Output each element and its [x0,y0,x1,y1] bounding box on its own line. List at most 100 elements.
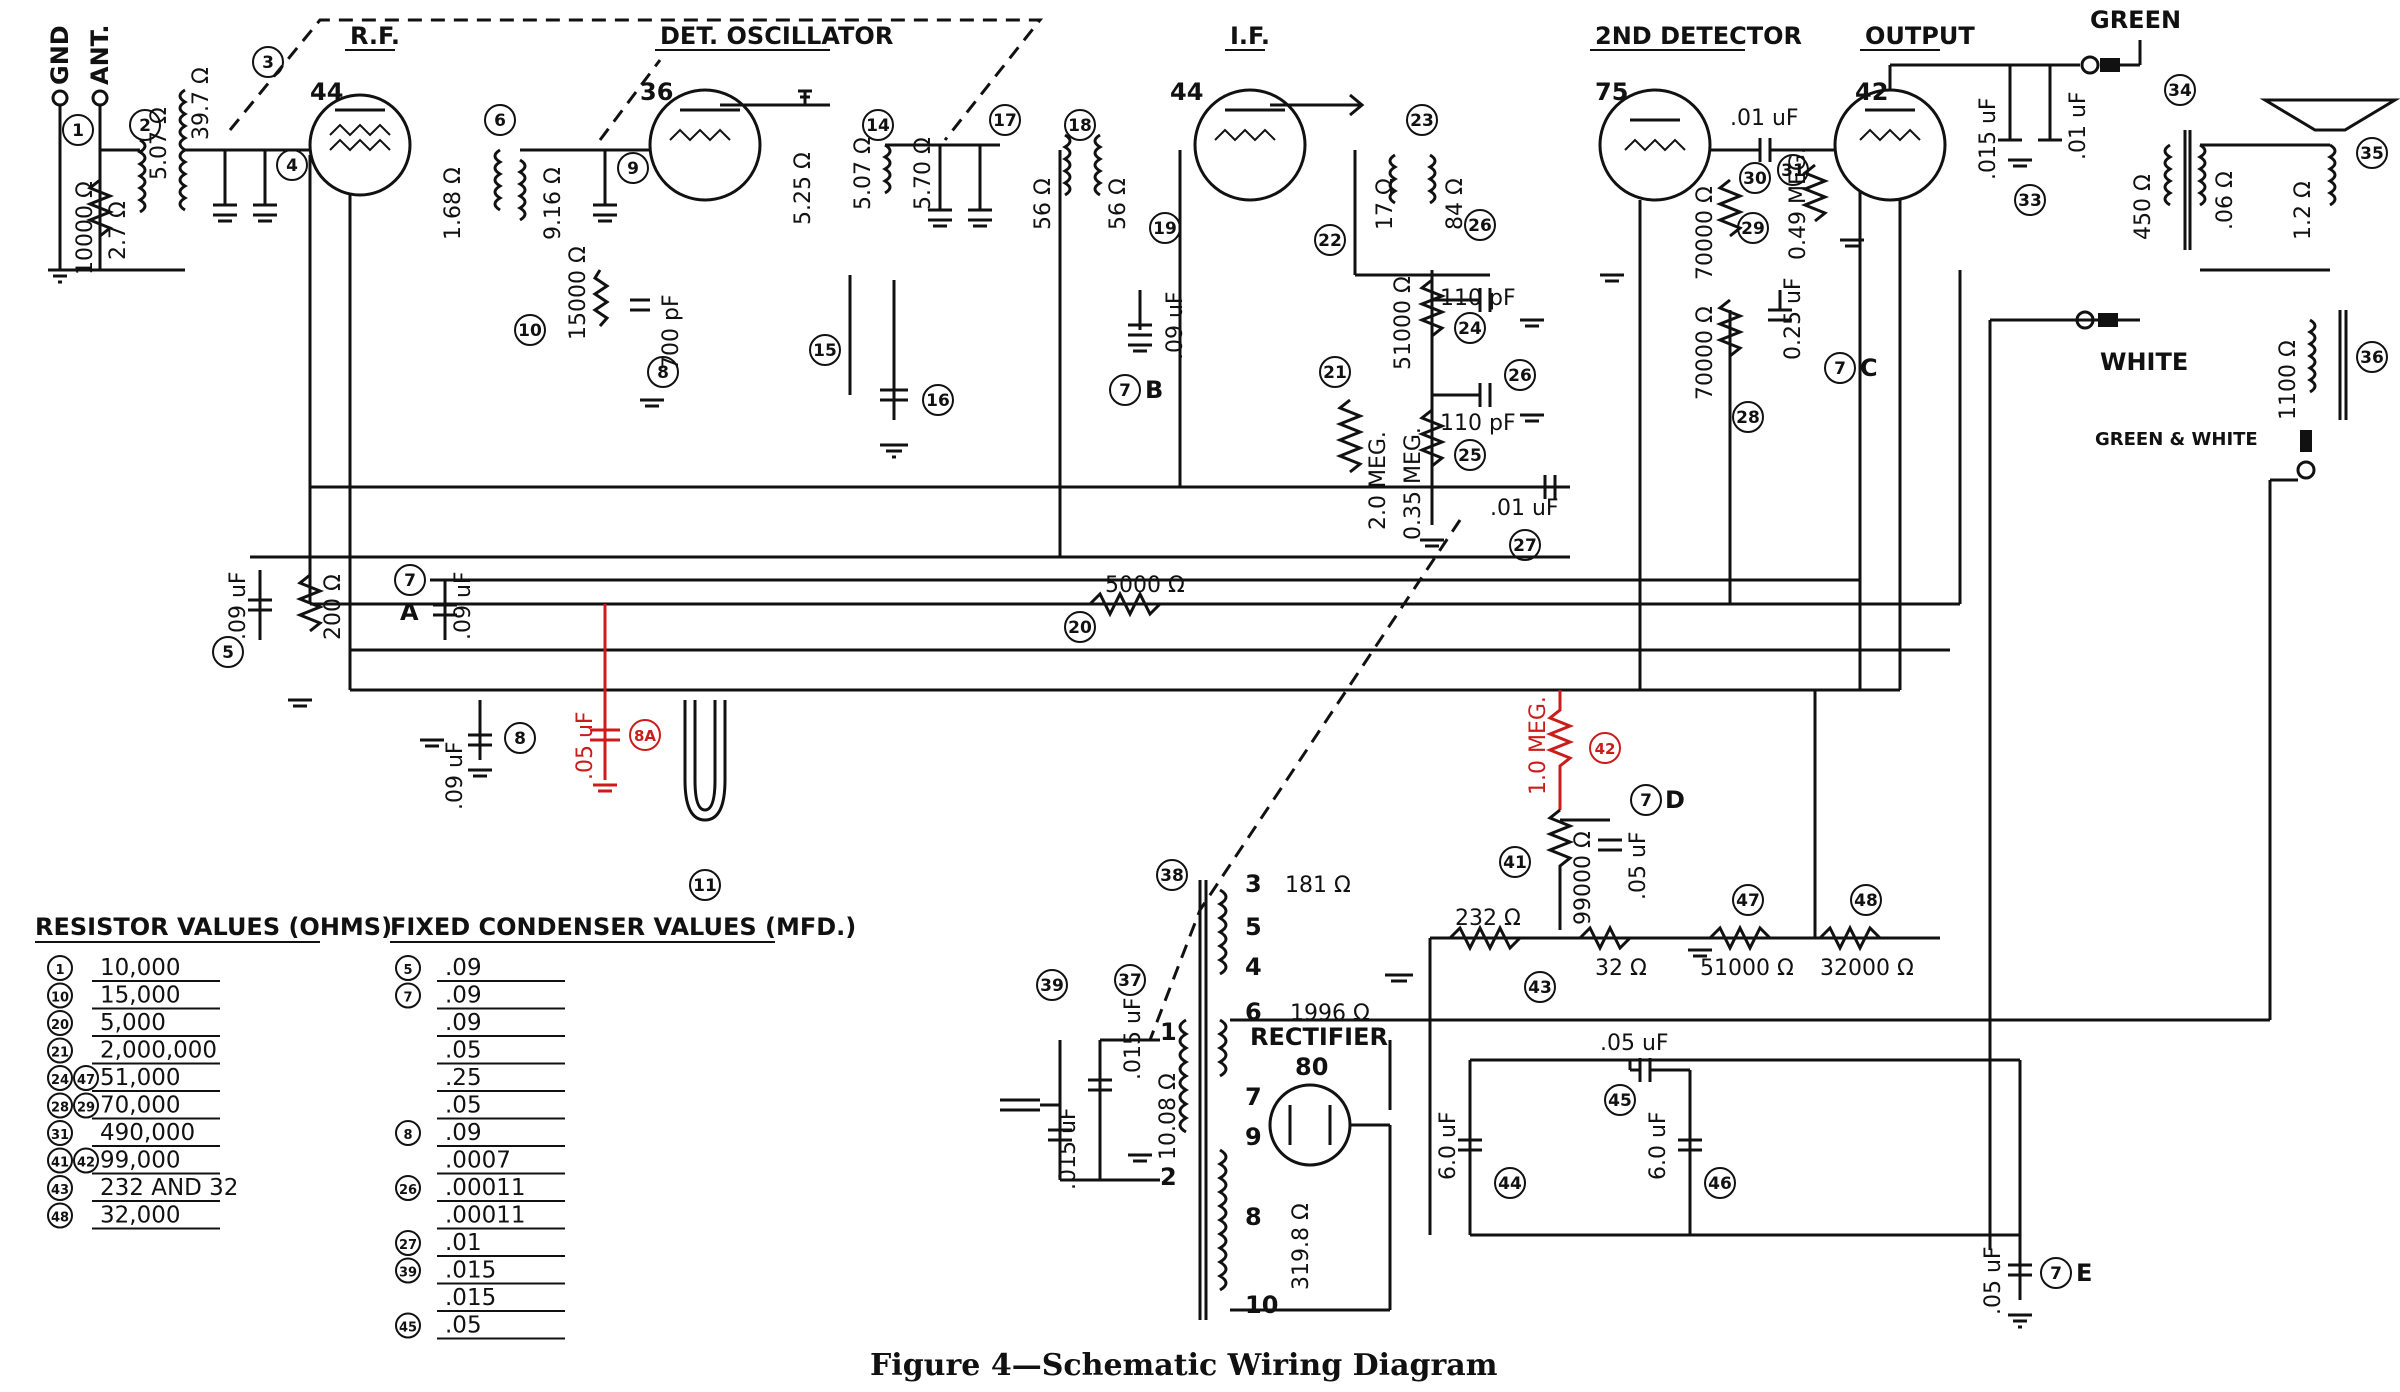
svg-text:2: 2 [1160,1163,1177,1191]
condenser-row-ref-bubble [395,1312,421,1339]
svg-text:8: 8 [1245,1203,1262,1231]
condenser-row-value: .0007 [445,1148,511,1174]
svg-text:1: 1 [72,121,84,141]
callout-25: 25 [1454,439,1486,471]
condenser-table-heading: FIXED CONDENSER VALUES (MFD.) [390,913,856,941]
condenser-row-ref: 5 [403,963,412,978]
condenser-row-value: .05 [445,1038,482,1064]
svg-text:29: 29 [1741,219,1765,239]
condenser-row-ref: 45 [399,1321,417,1336]
bias-filter-section: .09 uF 200 Ω .09 uF A 5000 Ω .09 uF .05 … [226,570,1185,822]
power-supply-section: 3 5 4 181 Ω 6 1996 Ω 1 2 10.08 Ω RECTIFI… [1000,870,2270,1320]
svg-text:39.7 Ω: 39.7 Ω [189,67,214,140]
svg-text:34: 34 [2168,81,2192,101]
condenser-row-ref-bubble [395,1120,421,1146]
callout-44: 44 [1494,1167,1526,1199]
svg-text:.06 Ω: .06 Ω [2213,171,2238,230]
svg-text:6: 6 [1245,998,1262,1026]
condenser-row-ref: 39 [399,1266,417,1281]
svg-text:30: 30 [1743,169,1767,189]
svg-text:10: 10 [1245,1291,1278,1319]
callout-33: 33 [2014,184,2046,216]
callout-36: 36 [2356,341,2388,373]
svg-text:80: 80 [1295,1053,1328,1081]
svg-text:47: 47 [1736,891,1760,911]
resistor-row-ref: 28 [51,1101,69,1116]
callout-23: 23 [1406,104,1438,136]
resistor-row-ref: 24 [51,1073,69,1088]
svg-text:1.0 MEG.: 1.0 MEG. [1526,696,1551,795]
callout-29: 29 [1737,212,1769,244]
resistor-row-ref: 10 [51,991,69,1006]
callout-8: 8 [504,722,536,754]
svg-text:7: 7 [404,571,416,591]
svg-text:70000 Ω: 70000 Ω [1693,306,1718,400]
ground-symbols [48,89,2032,1329]
resistor-row-ref: 20 [51,1018,69,1033]
resistor-row-ref: 31 [51,1128,69,1143]
svg-text:21: 21 [1323,363,1347,383]
svg-text:1.68 Ω: 1.68 Ω [441,167,466,240]
callout-10: 10 [514,314,546,346]
svg-text:1: 1 [1160,1018,1177,1046]
resistor-row-value: 10,000 [100,955,180,981]
callout-3: 3 [252,46,284,78]
svg-text:6: 6 [494,111,506,131]
green-white-lead-label: GREEN & WHITE [2095,429,2258,450]
resistor-row-value: 32,000 [100,1203,180,1229]
detector-output-section: 75 .01 uF 70000 Ω 0.49 MEG. 70000 Ω 0.25… [1595,6,2400,1020]
callout-19: 19 [1149,212,1181,244]
callout-35: 35 [2356,137,2388,169]
resistor-row-ref: 41 [51,1156,69,1171]
resistor-row-ref: 21 [51,1046,69,1061]
callout-45: 45 [1604,1084,1636,1116]
callouts: 1 2 3 4 5 6 7 7 B 7 C 7 D 7 E 8 8 9 10 1… [62,46,2388,1289]
callout-43: 43 [1524,971,1556,1003]
resistor-row-ref-bubble [73,1065,99,1091]
callout-26b: 26 [1504,359,1536,391]
svg-text:3: 3 [1245,870,1262,898]
green-lead-label: GREEN [2090,6,2181,34]
callout-39: 39 [1036,969,1068,1001]
callout-6: 6 [484,104,516,136]
resistor-row-ref-bubble [47,1010,73,1036]
resistor-row-ref-bubble [47,1065,73,1091]
svg-text:5.70 Ω: 5.70 Ω [911,137,936,210]
callout-5: 5 [212,636,244,668]
resistor-row-value: 99,000 [100,1148,180,1174]
resistor-row-ref: 47 [77,1073,95,1088]
resistor-row-value: 15,000 [100,983,180,1009]
condenser-row-value: .09 [445,955,482,981]
svg-text:46: 46 [1708,1174,1732,1194]
callout-27: 27 [1509,529,1541,561]
svg-text:42: 42 [1855,78,1888,106]
svg-text:RECTIFIER: RECTIFIER [1250,1023,1388,1051]
svg-text:8A: 8A [634,727,656,745]
section-headings: R.F. DET. OSCILLATOR I.F. 2ND DETECTOR O… [345,22,1975,51]
svg-text:5.07 Ω: 5.07 Ω [851,137,876,210]
svg-text:5.25 Ω: 5.25 Ω [791,152,816,225]
svg-text:8: 8 [657,363,669,383]
svg-text:.09 uF: .09 uF [451,571,476,640]
condenser-row-value: .09 [445,983,482,1009]
svg-text:16: 16 [926,391,950,411]
svg-text:26: 26 [1468,216,1492,236]
svg-text:44: 44 [1498,1174,1522,1194]
svg-text:.015 uF: .015 uF [1121,997,1146,1080]
svg-text:42: 42 [1595,740,1616,758]
svg-text:22: 22 [1318,231,1342,251]
svg-text:15: 15 [813,341,837,361]
heading-det-oscillator: DET. OSCILLATOR [660,22,893,50]
antenna-input: GND ANT. 10000 Ω 2.7 Ω 39.7 Ω 5.07 Ω [46,24,315,275]
condenser-row-ref-bubble [395,1175,421,1201]
svg-text:9: 9 [1245,1123,1262,1151]
svg-text:45: 45 [1608,1091,1632,1111]
svg-text:14: 14 [866,116,890,136]
svg-text:32 Ω: 32 Ω [1595,956,1647,981]
ant-label: ANT. [86,24,114,85]
svg-text:44: 44 [310,78,343,106]
svg-text:2: 2 [139,116,151,136]
gnd-label: GND [46,25,74,85]
callout-11: 11 [689,869,721,901]
